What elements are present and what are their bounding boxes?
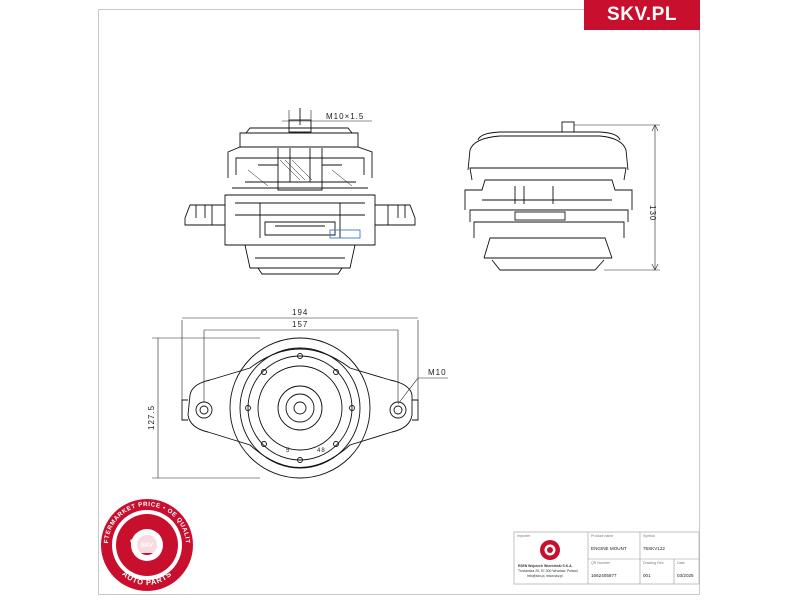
revision-label: Drawing Rev. bbox=[643, 561, 664, 565]
depth-label: 127.5 bbox=[147, 405, 156, 430]
importer-name: ESEN Wojciech Wrzesiński S.K.A. bbox=[518, 564, 573, 568]
product-value: ENGINE MOUNT bbox=[591, 546, 627, 551]
symbol-value: 75SKV122 bbox=[643, 546, 665, 551]
thread-side-label: M10 bbox=[428, 368, 447, 377]
symbol-label: Symbol bbox=[643, 534, 655, 538]
importer-address: Trzciańska 25, 57-300 Wrocław, Poland bbox=[518, 569, 578, 573]
qr-value: 1662405877 bbox=[591, 573, 617, 578]
depth-dimension bbox=[152, 337, 260, 479]
seal-center-text: SKV bbox=[141, 543, 153, 549]
skv-logo: SKV.PL bbox=[584, 0, 700, 30]
title-block bbox=[513, 531, 700, 585]
date-value: 03/2025 bbox=[677, 573, 694, 578]
front-view bbox=[184, 108, 416, 275]
importer-contact: info@skv.pl, www.skv.pl bbox=[527, 574, 563, 578]
thread-side-callout bbox=[397, 377, 448, 405]
width-inner-label: 157 bbox=[292, 320, 308, 329]
date-label: Date bbox=[677, 561, 685, 565]
seal-top-text: AFTERMARKET PRICE • OE QUALITY bbox=[0, 0, 191, 544]
title-block-logo bbox=[540, 540, 560, 560]
revision-value: 001 bbox=[643, 573, 651, 578]
height-label: 130 bbox=[648, 205, 657, 221]
skv-seal bbox=[101, 499, 193, 591]
width-outer-label: 194 bbox=[292, 308, 308, 317]
side-view bbox=[464, 121, 633, 271]
importer-label: Importer bbox=[517, 534, 531, 538]
small-dim-b: 48 bbox=[317, 448, 326, 454]
thread-dimension-top bbox=[282, 110, 372, 122]
thread-top-label: M10×1.5 bbox=[326, 112, 364, 121]
product-label: Product name bbox=[591, 534, 613, 538]
drawing-sheet bbox=[98, 9, 700, 595]
width-dimensions bbox=[181, 317, 419, 402]
top-view bbox=[181, 337, 419, 479]
qr-label: QR Number bbox=[591, 561, 611, 565]
small-dim-a: 5 bbox=[286, 448, 290, 454]
height-dimension bbox=[574, 124, 660, 271]
